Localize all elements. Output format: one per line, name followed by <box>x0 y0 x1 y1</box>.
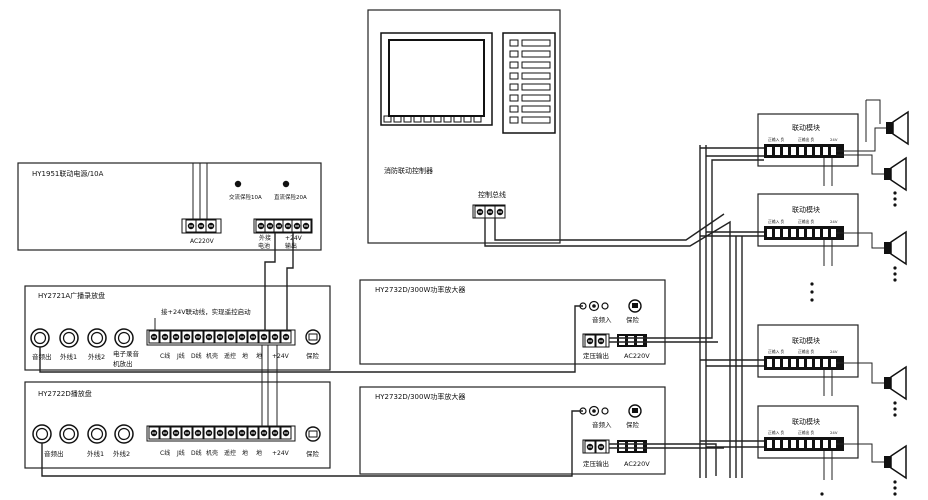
player-term-5: 地 <box>242 449 248 457</box>
speaker-icon-3 <box>883 231 907 265</box>
module-2-term-label-2: 24V <box>830 219 838 224</box>
plus24-label: +24V <box>285 235 303 242</box>
recorder-term-7: +24V <box>272 353 290 360</box>
amp2-fuse: 保险 <box>626 420 640 429</box>
speaker-icon-1 <box>885 111 909 145</box>
player-term-7: +24V <box>272 450 290 457</box>
broadcast-recorder-panel: HY2721A广播录放盘 接+24V联动线，实现遥控启动 音频出 外线1 外线2… <box>24 285 331 371</box>
speaker-icon-2 <box>883 157 907 191</box>
player-jack-2: 外线2 <box>113 449 130 458</box>
player-term-6: 地 <box>256 449 262 457</box>
player-jack-0: 音频出 <box>44 449 64 458</box>
amp1-audio-in: 音频入 <box>592 315 612 324</box>
player-term-1: J线 <box>176 449 185 457</box>
recorder-jack-2: 外线2 <box>88 352 105 361</box>
linkage-module-2: 联动模块 正输入 负 正输出 负 24V <box>757 193 859 247</box>
recorder-jack-0: 音频出 <box>32 352 52 361</box>
recorder-term-0: C线 <box>160 352 170 360</box>
power-amplifier-1: HY2732D/300W功率放大器 音频入 保险 定压输出 AC220V <box>359 279 666 365</box>
recorder-term-4: 遥控 <box>224 352 236 360</box>
amp1-title: HY2732D/300W功率放大器 <box>375 285 465 294</box>
amp1-ac: AC220V <box>624 352 650 360</box>
player-term-2: D线 <box>191 449 202 457</box>
ext-label: 外接 <box>259 234 271 242</box>
recorder-jack-sub: 机放出 <box>113 359 133 368</box>
module-2-title: 联动模块 <box>792 205 820 214</box>
broadcast-player-panel: HY2722D播放盘 音频出 外线1 外线2 C线 J线 D线 机壳 遥控 地 … <box>24 381 331 469</box>
controller-key-row <box>383 115 482 123</box>
module-2-term-label-1: 正输出 负 <box>798 219 815 224</box>
module-1-term-label-1: 正输出 负 <box>798 137 815 142</box>
player-fuse: 保险 <box>306 449 320 458</box>
bus-terminal-block <box>472 204 506 219</box>
ac-protect-label: 交流保险10A <box>229 193 262 201</box>
module-4-term-label-2: 24V <box>830 430 838 435</box>
wiring-lines <box>39 99 886 480</box>
speaker-icon-4 <box>883 366 907 400</box>
recorder-term-3: 机壳 <box>206 352 218 360</box>
recorder-terminal-strip <box>146 329 296 346</box>
player-terminal-strip <box>146 425 296 442</box>
output-label: 输出 <box>285 242 297 250</box>
ac-label: AC220V <box>190 238 215 245</box>
recorder-jack-1: 外线1 <box>60 352 77 361</box>
recorder-title: HY2721A广播录放盘 <box>38 291 105 300</box>
fire-linkage-controller: 消防联动控制器 控制总线 <box>367 9 561 244</box>
linkage-module-1: 联动模块 正输入 负 正输出 负 24V <box>757 113 859 167</box>
amp1-fuse: 保险 <box>626 315 640 324</box>
module-3-term-label-0: 正输入 负 <box>768 349 785 354</box>
module-2-term-label-0: 正输入 负 <box>768 219 785 224</box>
module-1-title: 联动模块 <box>792 123 820 132</box>
ac-fuse-indicator <box>234 180 242 188</box>
linkage-power-supply: HY1951联动电源/10A 交流保险10A 直流保险20A AC220V 外接… <box>17 162 322 251</box>
module-3-term-label-2: 24V <box>830 349 838 354</box>
module-4-title: 联动模块 <box>792 417 820 426</box>
recorder-jack-3: 电子录音 <box>113 349 140 358</box>
power-title: HY1951联动电源/10A <box>32 169 104 178</box>
recorder-term-1: J线 <box>176 352 185 360</box>
module-3-title: 联动模块 <box>792 336 820 345</box>
player-term-0: C线 <box>160 449 170 457</box>
controller-title: 消防联动控制器 <box>384 166 433 175</box>
module-4-term-label-1: 正输出 负 <box>798 430 815 435</box>
player-title: HY2722D播放盘 <box>38 389 92 398</box>
player-jack-1: 外线1 <box>87 449 104 458</box>
recorder-term-5: 地 <box>242 352 248 360</box>
linkage-module-3: 联动模块 正输入 负 正输出 负 24V <box>757 324 859 378</box>
amp2-title: HY2732D/300W功率放大器 <box>375 392 465 401</box>
amp2-ac: AC220V <box>624 460 650 468</box>
controller-key-column <box>509 39 551 124</box>
bus-label: 控制总线 <box>478 190 506 199</box>
more-speakers-dots <box>810 191 897 496</box>
dc-protect-label: 直流保险20A <box>274 193 307 201</box>
module-3-term-label-1: 正输出 负 <box>798 349 815 354</box>
module-1-term-label-2: 24V <box>830 137 838 142</box>
dc-terminal-block <box>253 218 313 234</box>
player-term-4: 遥控 <box>224 449 236 457</box>
amp2-audio-in: 音频入 <box>592 420 612 429</box>
ac-terminal-block <box>181 218 222 234</box>
linkage-module-4: 联动模块 正输入 负 正输出 负 24V <box>757 405 859 459</box>
power-amplifier-2: HY2732D/300W功率放大器 音频入 保险 定压输出 AC220V <box>359 386 666 475</box>
amp1-const-out: 定压输出 <box>583 351 609 360</box>
module-1-term-label-0: 正输入 负 <box>768 137 785 142</box>
amp2-const-out: 定压输出 <box>583 459 609 468</box>
recorder-term-2: D线 <box>191 352 202 360</box>
recorder-term-6: 地 <box>256 352 262 360</box>
recorder-fuse: 保险 <box>306 351 320 360</box>
dc-fuse-indicator <box>282 180 290 188</box>
battery-label: 电池 <box>258 242 270 250</box>
module-4-term-label-0: 正输入 负 <box>768 430 785 435</box>
recorder-note: 接+24V联动线，实现遥控启动 <box>161 307 251 316</box>
player-term-3: 机壳 <box>206 449 218 457</box>
speaker-icon-5 <box>883 445 907 479</box>
